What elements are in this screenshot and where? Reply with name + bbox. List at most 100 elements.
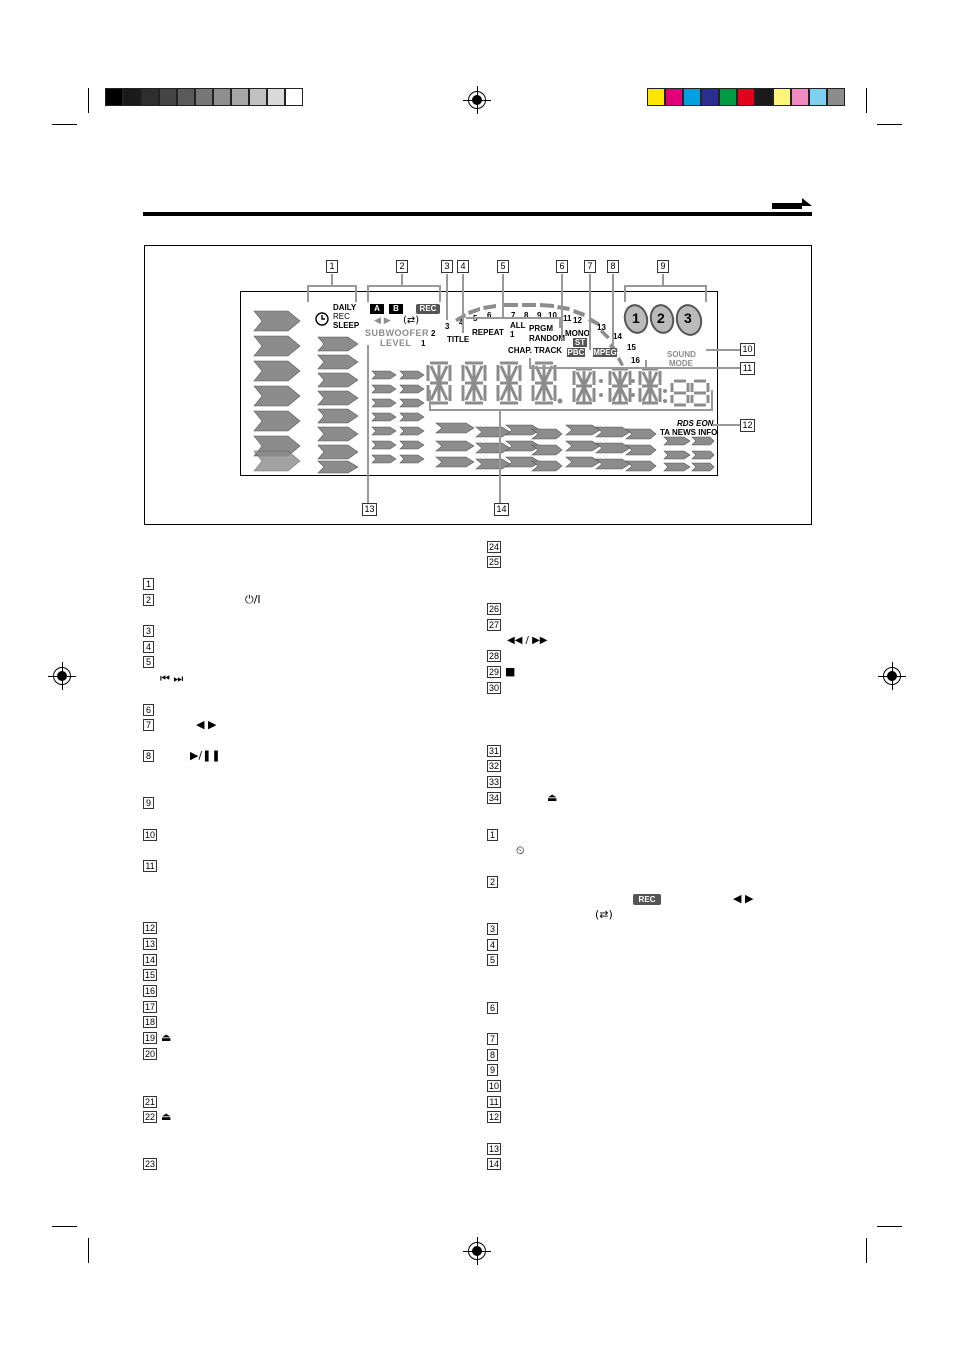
display-list-num-4: 4 <box>487 939 498 951</box>
display-list-num-2: 2 <box>487 876 498 888</box>
registration-mark <box>892 662 893 690</box>
lcd-track-16: 16 <box>631 356 640 365</box>
color-swatch <box>701 88 719 106</box>
registration-mark <box>477 1237 478 1265</box>
grey-swatch <box>231 88 249 106</box>
eject-icon: ⏏ <box>161 1031 172 1044</box>
crop-mark <box>88 88 89 113</box>
callout-leaders <box>307 274 740 503</box>
callout-12: 12 <box>740 419 755 432</box>
callout-4: 4 <box>457 260 469 273</box>
rew-ff-icon: ◀◀ / ▶▶ <box>507 635 548 646</box>
grey-swatch <box>105 88 123 106</box>
left-list-num-2: 2 <box>143 594 154 606</box>
left-list-num-4: 4 <box>143 641 154 653</box>
stop-icon: ■ <box>505 665 516 678</box>
color-swatch <box>665 88 683 106</box>
right-list-num-30: 30 <box>487 682 501 694</box>
lcd-track-7: 7 <box>511 311 516 320</box>
lcd-reverse-icon: (⇄) <box>403 315 420 326</box>
crop-mark <box>866 88 867 113</box>
continue-arrow-icon <box>772 198 812 209</box>
right-list-num-24: 24 <box>487 541 501 553</box>
grey-swatch <box>285 88 303 106</box>
crop-mark <box>877 1226 902 1227</box>
left-list-num-14: 14 <box>143 954 157 966</box>
grey-swatch <box>267 88 285 106</box>
right-list-num-25: 25 <box>487 556 501 568</box>
left-list-num-12: 12 <box>143 922 157 934</box>
left-list-num-1: 1 <box>143 578 154 590</box>
callout-5: 5 <box>497 260 509 273</box>
left-list-num-8: 8 <box>143 750 154 762</box>
lcd-track-14: 14 <box>613 332 622 341</box>
cursor-icon: ◀ ▶ <box>196 718 217 731</box>
callout-11: 11 <box>740 362 755 375</box>
callout-2: 2 <box>396 260 408 273</box>
right-list-num-26: 26 <box>487 603 501 615</box>
callout-14: 14 <box>494 503 509 516</box>
grey-swatch <box>159 88 177 106</box>
left-list-num-23: 23 <box>143 1158 157 1170</box>
lcd-level-label: LEVEL <box>380 338 412 348</box>
lcd-one-label: 1 <box>510 330 515 339</box>
display-list-num-8: 8 <box>487 1049 498 1061</box>
grey-swatch <box>249 88 267 106</box>
lcd-subwoofer-label: SUBWOOFER <box>365 328 429 338</box>
crop-mark <box>866 1238 867 1263</box>
eject-icon: ⏏ <box>161 1110 172 1123</box>
timer-icon: ⏲ <box>516 844 525 857</box>
display-list-num-3: 3 <box>487 923 498 935</box>
crop-mark <box>877 124 902 125</box>
callout-1: 1 <box>326 260 338 273</box>
right-list-num-27: 27 <box>487 619 501 631</box>
grey-swatch <box>141 88 159 106</box>
lcd-mode-label: MODE <box>669 359 693 368</box>
lcd-mono-label: MONO <box>565 329 590 338</box>
registration-mark <box>477 86 478 114</box>
right-list-num-32: 32 <box>487 760 501 772</box>
left-list-num-20: 20 <box>143 1048 157 1060</box>
lcd-track-10: 10 <box>548 311 557 320</box>
grey-swatch <box>213 88 231 106</box>
display-list-num-6: 6 <box>487 1002 498 1014</box>
color-swatch <box>719 88 737 106</box>
play-pause-icon: ▶/❚❚ <box>190 749 221 762</box>
display-list-num-12: 12 <box>487 1111 501 1123</box>
crop-mark <box>52 1226 77 1227</box>
callout-8: 8 <box>607 260 619 273</box>
grey-swatch <box>195 88 213 106</box>
lcd-sleep-label: SLEEP <box>333 321 360 330</box>
display-list-num-11: 11 <box>487 1096 501 1108</box>
lcd-deck-b-badge: B <box>389 304 403 314</box>
skip-icon: ⏮ ⏭ <box>160 672 184 685</box>
color-swatch <box>791 88 809 106</box>
right-list-num-34: 34 <box>487 792 501 804</box>
lcd-level-num-4: 4 <box>459 318 464 327</box>
lcd-disc-3-label: 3 <box>684 310 692 326</box>
lcd-ta-news-info-label: TA NEWS INFO <box>660 428 718 437</box>
left-list-num-11: 11 <box>143 860 157 872</box>
left-list-num-13: 13 <box>143 938 157 950</box>
lcd-track-12: 12 <box>573 316 582 325</box>
display-list-num-13: 13 <box>487 1143 501 1155</box>
lcd-direction-icon: ◀ ▶ <box>374 316 391 326</box>
color-swatch <box>683 88 701 106</box>
left-list-num-16: 16 <box>143 985 157 997</box>
standby-icon: ⏻/I <box>245 593 261 606</box>
display-list-num-7: 7 <box>487 1033 498 1045</box>
display-list-num-10: 10 <box>487 1080 501 1092</box>
lcd-segments <box>253 303 715 474</box>
left-list-num-17: 17 <box>143 1001 157 1013</box>
right-list-num-28: 28 <box>487 650 501 662</box>
lcd-random-label: RANDOM <box>529 334 565 343</box>
callout-7: 7 <box>584 260 596 273</box>
grey-swatch <box>123 88 141 106</box>
lcd-rds-eon-label: RDS EON <box>677 419 714 428</box>
color-swatch <box>647 88 665 106</box>
lcd-prgm-label: PRGM <box>529 324 553 333</box>
lcd-rec-label: REC <box>333 312 350 321</box>
display-list-num-1: 1 <box>487 829 498 841</box>
reverse-icon: (⇄) <box>595 908 613 921</box>
color-swatch <box>809 88 827 106</box>
